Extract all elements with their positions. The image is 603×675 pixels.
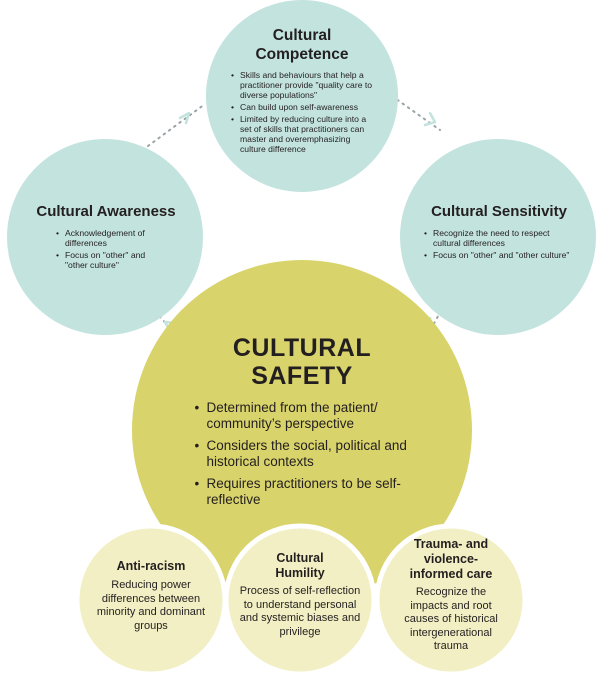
humility-title: Cultural Humility [275, 551, 325, 580]
safety-node: CULTURAL SAFETY Determined from the pati… [178, 334, 426, 508]
connector-competence-to-sensitivity [391, 95, 441, 131]
arrow-to-sensitivity-icon [423, 111, 437, 127]
awareness-bullet-1: Acknowledgement of differences [56, 228, 156, 248]
competence-title: Cultural Competence [255, 27, 349, 63]
awareness-title: Cultural Awareness [36, 203, 176, 220]
safety-bullet-2: Considers the social, political and hist… [195, 438, 410, 470]
safety-bullet-3: Requires practitioners to be self-reflec… [195, 476, 410, 508]
trauma-title: Trauma- and violence- informed care [409, 537, 493, 581]
awareness-bullets: Acknowledgement of differences Focus on … [56, 228, 156, 270]
sensitivity-node: Cultural Sensitivity Recognize the need … [414, 203, 584, 262]
antiracism-text: Reducing power differences between minor… [96, 579, 206, 632]
competence-bullet-2: Can build upon self-awareness [231, 102, 373, 112]
safety-bullet-1: Determined from the patient/ community’s… [195, 400, 410, 432]
humility-text: Process of self-reflection to understand… [239, 585, 361, 638]
sensitivity-bullet-1: Recognize the need to respect cultural d… [424, 228, 574, 248]
safety-bullets: Determined from the patient/ community’s… [195, 400, 410, 508]
safety-title: CULTURAL SAFETY [232, 334, 372, 390]
competence-bullets: Skills and behaviours that help a practi… [231, 70, 373, 154]
sensitivity-bullet-2: Focus on "other" and "other culture" [424, 250, 574, 260]
antiracism-title: Anti-racism [116, 559, 186, 573]
sensitivity-title: Cultural Sensitivity [431, 203, 567, 220]
trauma-circle [374, 523, 528, 675]
humility-node: Cultural Humility Process of self-reflec… [236, 551, 364, 639]
arrow-to-competence-icon [178, 111, 191, 125]
competence-bullet-3: Limited by reducing culture into a set o… [231, 114, 373, 154]
sensitivity-bullets: Recognize the need to respect cultural d… [424, 228, 574, 260]
awareness-node: Cultural Awareness Acknowledgement of di… [22, 203, 190, 272]
antiracism-node: Anti-racism Reducing power differences b… [96, 559, 206, 633]
humility-circle [223, 523, 377, 675]
connector-awareness-to-competence [147, 103, 206, 147]
trauma-text: Recognize the impacts and root causes of… [404, 586, 498, 652]
awareness-bullet-2: Focus on "other" and "other culture" [56, 250, 156, 270]
competence-node: Cultural Competence Skills and behaviour… [222, 26, 382, 156]
trauma-node: Trauma- and violence- informed care Reco… [396, 537, 506, 654]
competence-bullet-1: Skills and behaviours that help a practi… [231, 70, 373, 100]
